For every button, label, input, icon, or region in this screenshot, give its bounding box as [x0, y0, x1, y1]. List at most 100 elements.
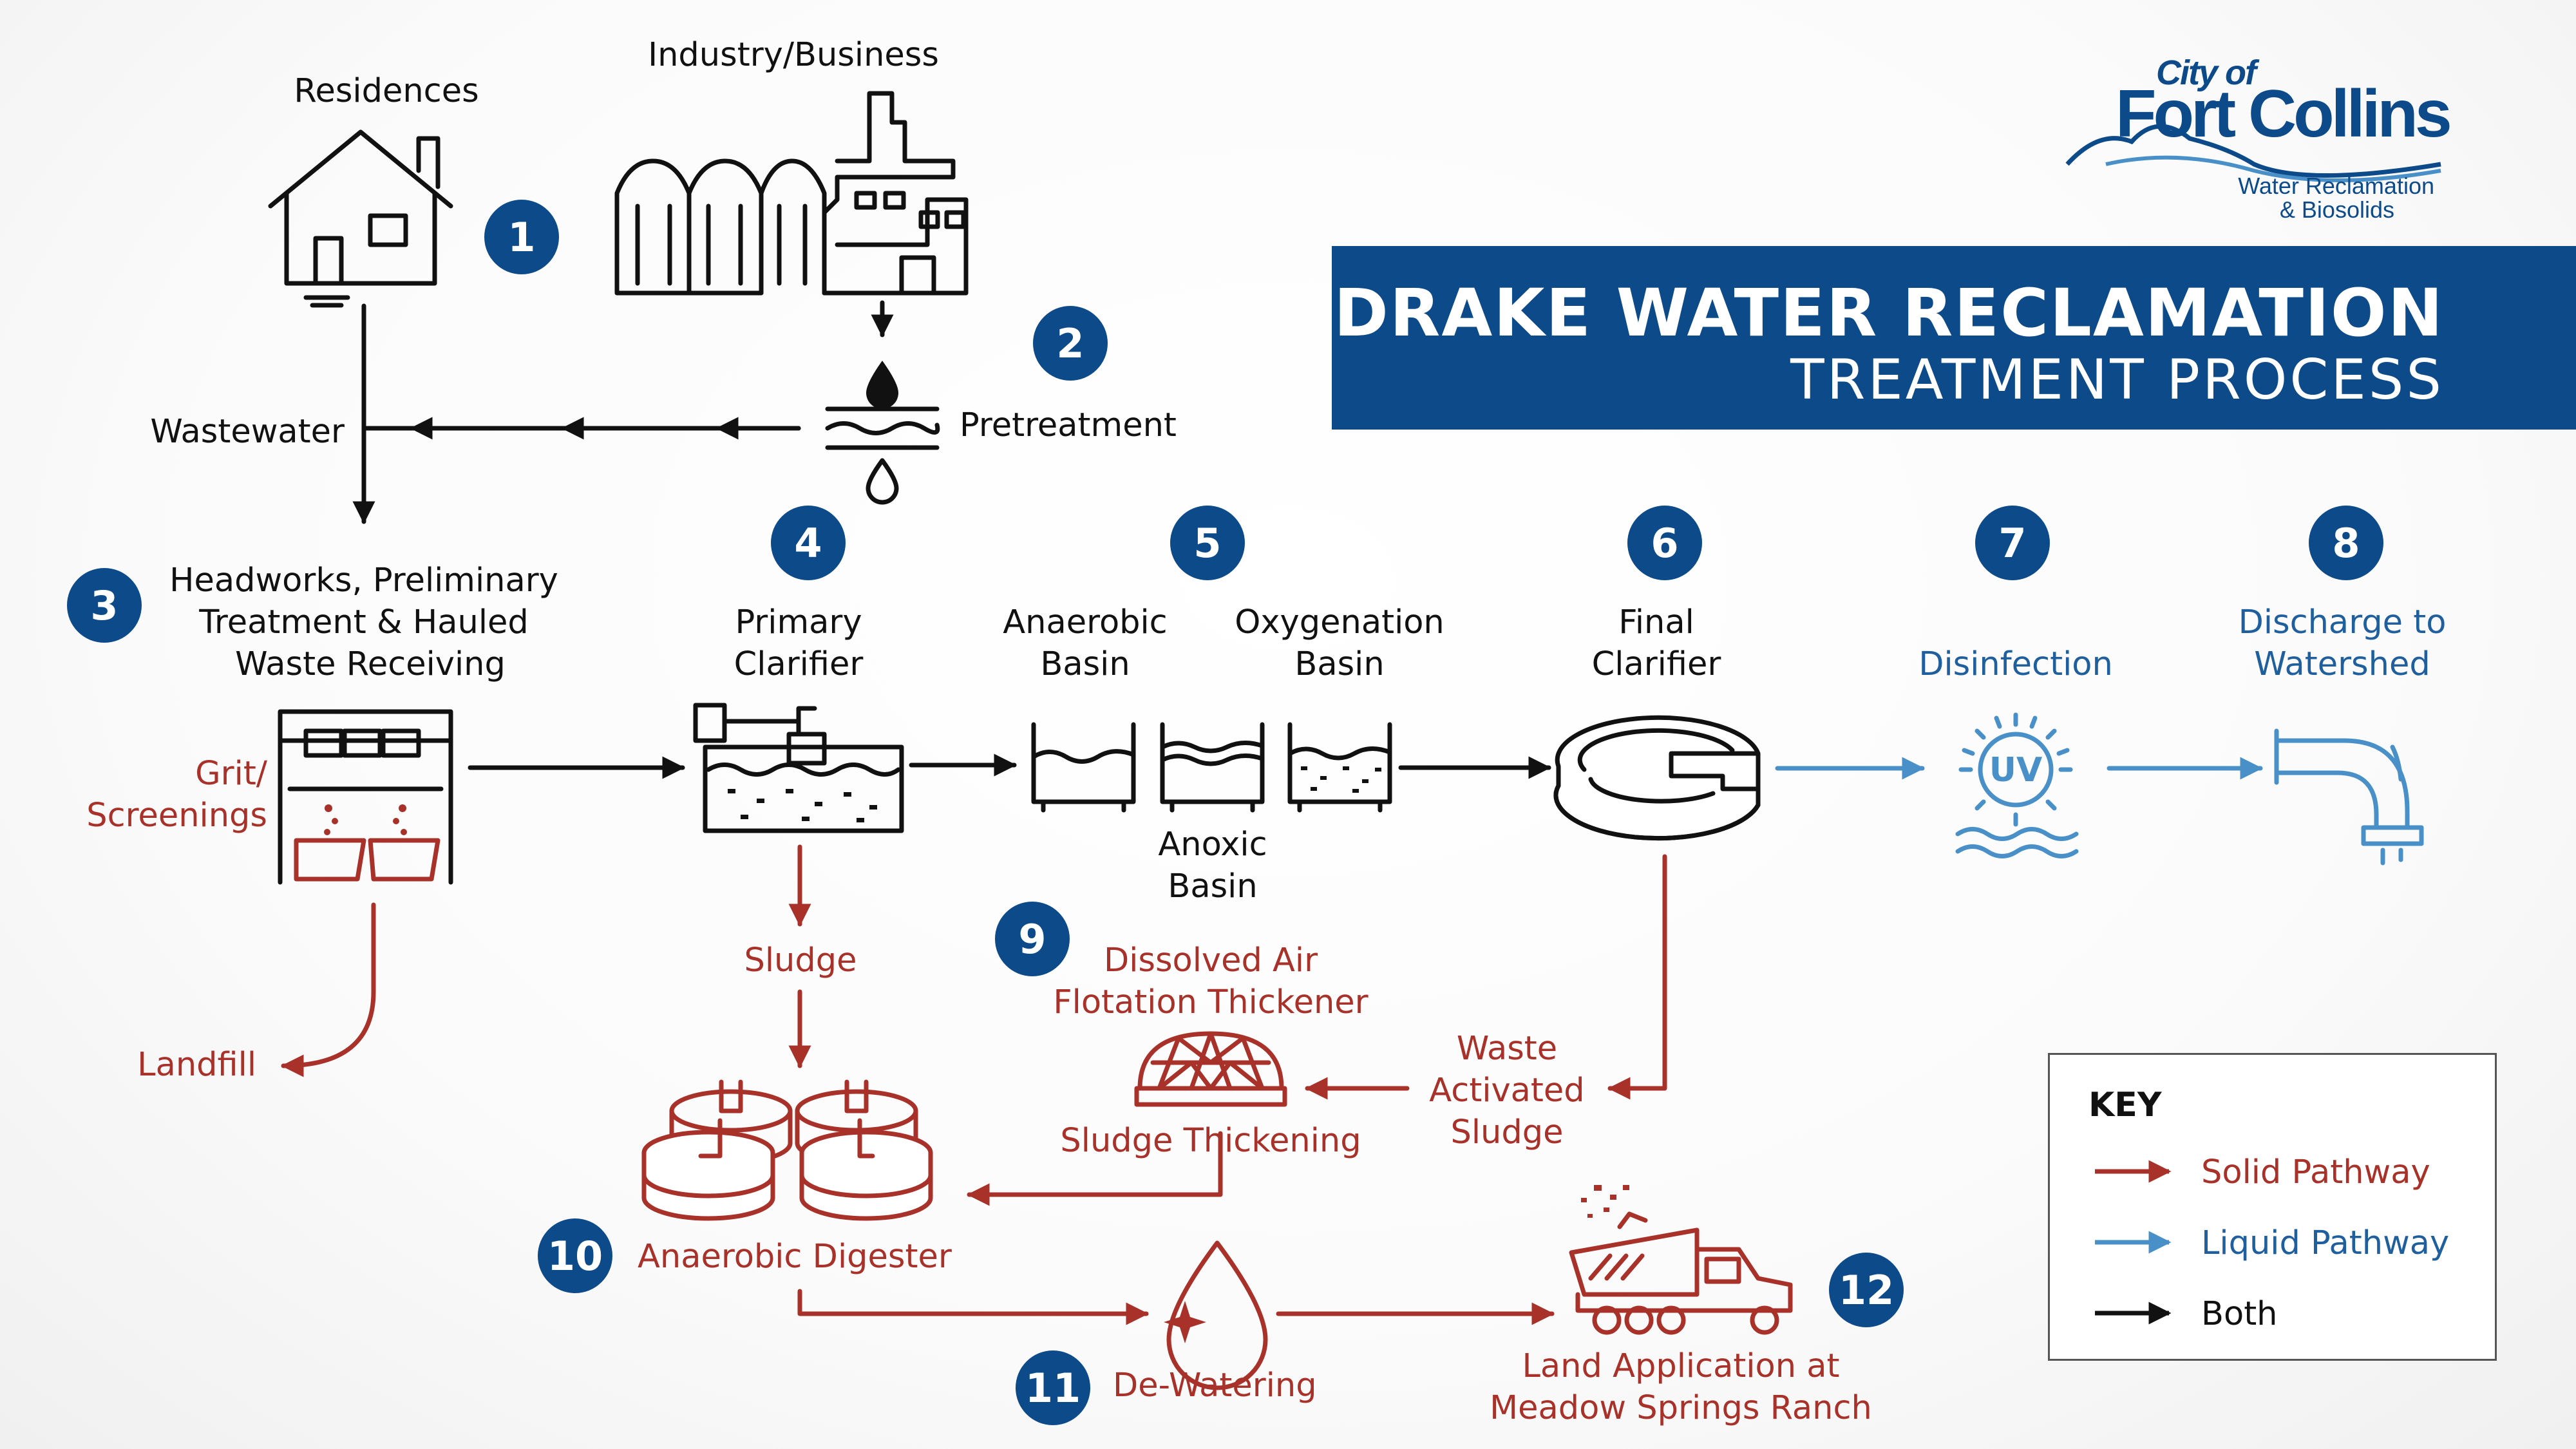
daft-label-line1: Dissolved Air: [1104, 942, 1318, 980]
step-5-badge: 5: [1170, 506, 1245, 580]
step-12-badge: 12: [1829, 1253, 1904, 1327]
key-label-both: Both: [2201, 1295, 2278, 1333]
primary-clarifier-line2: Clarifier: [734, 645, 864, 683]
dump-truck-icon: [1569, 1185, 1793, 1335]
was-label-line3: Sludge: [1451, 1113, 1564, 1151]
svg-text:9: 9: [1018, 916, 1046, 963]
key-item-both: Both: [2092, 1295, 2491, 1334]
sludge-label: Sludge: [744, 942, 857, 980]
svg-text:2: 2: [1056, 320, 1084, 367]
dewatering-drop-icon: [1164, 1240, 1268, 1390]
anoxic-basin-icon: [1160, 722, 1265, 813]
final-clarifier-line1: Final: [1618, 603, 1694, 641]
key-item-solid: Solid Pathway: [2092, 1153, 2491, 1192]
was-label-line2: Activated: [1429, 1072, 1584, 1110]
daft-label-line2: Flotation Thickener: [1053, 983, 1368, 1021]
key-label-solid: Solid Pathway: [2201, 1153, 2430, 1191]
land-application-line2: Meadow Springs Ranch: [1490, 1389, 1872, 1427]
both-pathways: [352, 303, 1551, 779]
svg-text:7: 7: [1998, 520, 2026, 567]
logo-mountain-wave-icon: [2065, 124, 2441, 182]
city-logo: City of Fort Collins Water Reclamation &…: [2061, 52, 2452, 225]
grit-label-line1: Grit/: [195, 755, 268, 793]
solid-pathways: [281, 844, 1667, 1325]
key-item-liquid: Liquid Pathway: [2092, 1224, 2491, 1263]
house-icon: [268, 129, 453, 308]
svg-text:8: 8: [2332, 520, 2360, 567]
solid-arrow-icon: [2095, 1160, 2172, 1183]
final-clarifier-icon: [1553, 715, 1761, 841]
anaerobic-digester-icon: [641, 1079, 933, 1221]
step-3-badge: 3: [67, 568, 142, 643]
both-arrow-icon: [2095, 1302, 2172, 1325]
headworks-label-line3: Waste Receiving: [235, 645, 506, 683]
logo-tagline-2: & Biosolids: [2279, 196, 2394, 223]
headworks-label-line2: Treatment & Hauled: [198, 603, 529, 641]
step-7-badge: 7: [1975, 506, 2050, 580]
was-label-line1: Waste: [1457, 1030, 1557, 1068]
svg-text:3: 3: [90, 582, 118, 629]
step-9-badge: 9: [995, 902, 1070, 976]
step-6-badge: 6: [1627, 506, 1702, 580]
oxygenation-basin-line1: Oxygenation: [1235, 603, 1444, 641]
page-subtitle: TREATMENT PROCESS: [1790, 348, 2444, 412]
key-title: KEY: [2088, 1086, 2162, 1124]
primary-clarifier-line1: Primary: [735, 603, 862, 641]
key-label-liquid: Liquid Pathway: [2201, 1224, 2450, 1262]
logo-city-of: City of: [2156, 53, 2257, 92]
oxygenation-basin-icon: [1287, 722, 1392, 813]
svg-text:1: 1: [507, 214, 535, 261]
primary-clarifier-icon: [693, 703, 904, 833]
step-8-badge: 8: [2309, 506, 2383, 580]
liquid-arrow-icon: [2095, 1231, 2172, 1254]
anoxic-basin-line2: Basin: [1168, 867, 1257, 905]
residences-label: Residences: [294, 72, 478, 110]
svg-text:11: 11: [1025, 1365, 1081, 1412]
pretreatment-icon: [825, 300, 940, 505]
land-application-line1: Land Application at: [1522, 1347, 1840, 1385]
uv-disinfection-icon: UV: [1955, 712, 2079, 858]
logo-fort-collins: Fort Collins: [2116, 77, 2452, 151]
svg-text:12: 12: [1839, 1267, 1894, 1314]
svg-text:10: 10: [547, 1233, 603, 1280]
pretreatment-label: Pretreatment: [960, 406, 1177, 444]
anaerobic-basin-line2: Basin: [1040, 645, 1130, 683]
page-title: DRAKE WATER RECLAMATION: [1334, 275, 2444, 352]
sludge-thickening-label: Sludge Thickening: [1060, 1122, 1361, 1160]
anaerobic-basin-icon: [1031, 722, 1136, 813]
svg-text:6: 6: [1651, 520, 1678, 567]
step-badges: 1 2 3 4 5 6 7 8 9 10 11 12: [67, 200, 2383, 1425]
anaerobic-basin-line1: Anaerobic: [1003, 603, 1167, 641]
anaerobic-digester-label: Anaerobic Digester: [638, 1238, 952, 1276]
step-11-badge: 11: [1016, 1350, 1090, 1425]
discharge-line2: Watershed: [2254, 645, 2430, 683]
grit-label-line2: Screenings: [86, 797, 267, 835]
svg-text:4: 4: [794, 520, 822, 567]
wastewater-label: Wastewater: [150, 413, 345, 451]
discharge-line1: Discharge to: [2239, 603, 2447, 641]
title-banner: DRAKE WATER RECLAMATION TREATMENT PROCES…: [1332, 246, 2576, 430]
headworks-icon: [278, 709, 453, 885]
legend-key: KEY Solid Pathway Liquid Pathway Both: [2048, 1053, 2497, 1361]
step-4-badge: 4: [771, 506, 846, 580]
uv-label: UV: [1989, 751, 2042, 790]
disinfection-label: Disinfection: [1918, 645, 2113, 683]
headworks-label-line1: Headworks, Preliminary: [169, 562, 558, 600]
logo-tagline-1: Water Reclamation: [2238, 173, 2434, 199]
anoxic-basin-line1: Anoxic: [1158, 826, 1267, 864]
industry-label: Industry/Business: [648, 36, 939, 74]
dewatering-label: De-Watering: [1113, 1367, 1317, 1405]
thickener-dome-icon: [1134, 1031, 1287, 1107]
step-labels: Residences Industry/Business Pretreatmen…: [86, 36, 2446, 1427]
final-clarifier-line2: Clarifier: [1592, 645, 1721, 683]
factory-icon: [614, 91, 969, 296]
landfill-label: Landfill: [137, 1046, 256, 1084]
step-2-badge: 2: [1033, 306, 1108, 381]
discharge-pipe-icon: [2274, 728, 2424, 866]
oxygenation-basin-line2: Basin: [1294, 645, 1384, 683]
step-10-badge: 10: [538, 1218, 612, 1293]
svg-text:5: 5: [1193, 520, 1221, 567]
step-1-badge: 1: [484, 200, 559, 274]
